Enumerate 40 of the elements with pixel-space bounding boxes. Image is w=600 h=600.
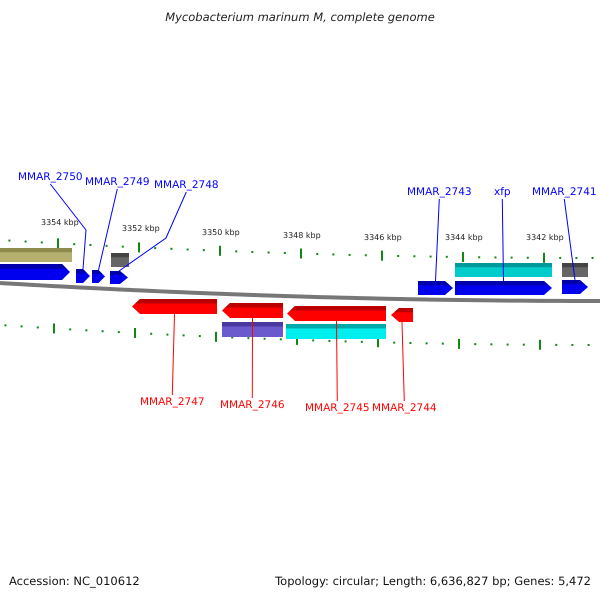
gene-feature [76,269,90,283]
gene-feature [110,271,128,284]
leader-line [402,322,405,402]
leader-line [564,198,576,280]
leader-line [502,198,504,282]
gene-label: MMAR_2741 [532,185,597,199]
tick-label: 3346 kbp [364,233,402,243]
gene-feature [287,306,386,321]
tick-label: 3342 kbp [526,233,564,243]
gene-label: MMAR_2746 [220,398,285,412]
tick-label: 3354 kbp [41,218,79,228]
gene-label: MMAR_2748 [154,178,219,192]
gene-label: MMAR_2747 [140,395,205,409]
title: Mycobacterium marinum M, complete genome [164,10,436,24]
leader-line [172,314,175,396]
tick-label: 3348 kbp [283,231,321,241]
gene-label: MMAR_2744 [372,401,437,415]
gene-feature [92,270,105,283]
gene-feature [132,299,217,314]
gene-feature [391,308,413,322]
leader-line [98,188,118,270]
leader-line [252,318,253,398]
leader-line [118,192,187,272]
gene-feature [418,281,453,295]
leader-line [50,184,87,270]
gene-label: MMAR_2745 [305,401,370,415]
gene-label: MMAR_2749 [85,175,150,189]
leader-line [336,320,338,402]
tick-label: 3344 kbp [445,233,483,243]
gene-label: xfp [494,185,511,199]
tick-label: 3350 kbp [202,228,240,238]
gene-feature [222,303,283,318]
footer-text: Accession: NC_010612 [9,574,140,588]
leader-line [435,198,440,282]
gene-label: MMAR_2750 [18,170,83,184]
gene-label: MMAR_2743 [407,185,472,199]
gene-feature [455,281,552,295]
tick-label: 3352 kbp [122,224,160,234]
gene-feature [562,280,588,294]
footer-text: Topology: circular; Length: 6,636,827 bp; Genes: 5,472 [275,574,591,588]
